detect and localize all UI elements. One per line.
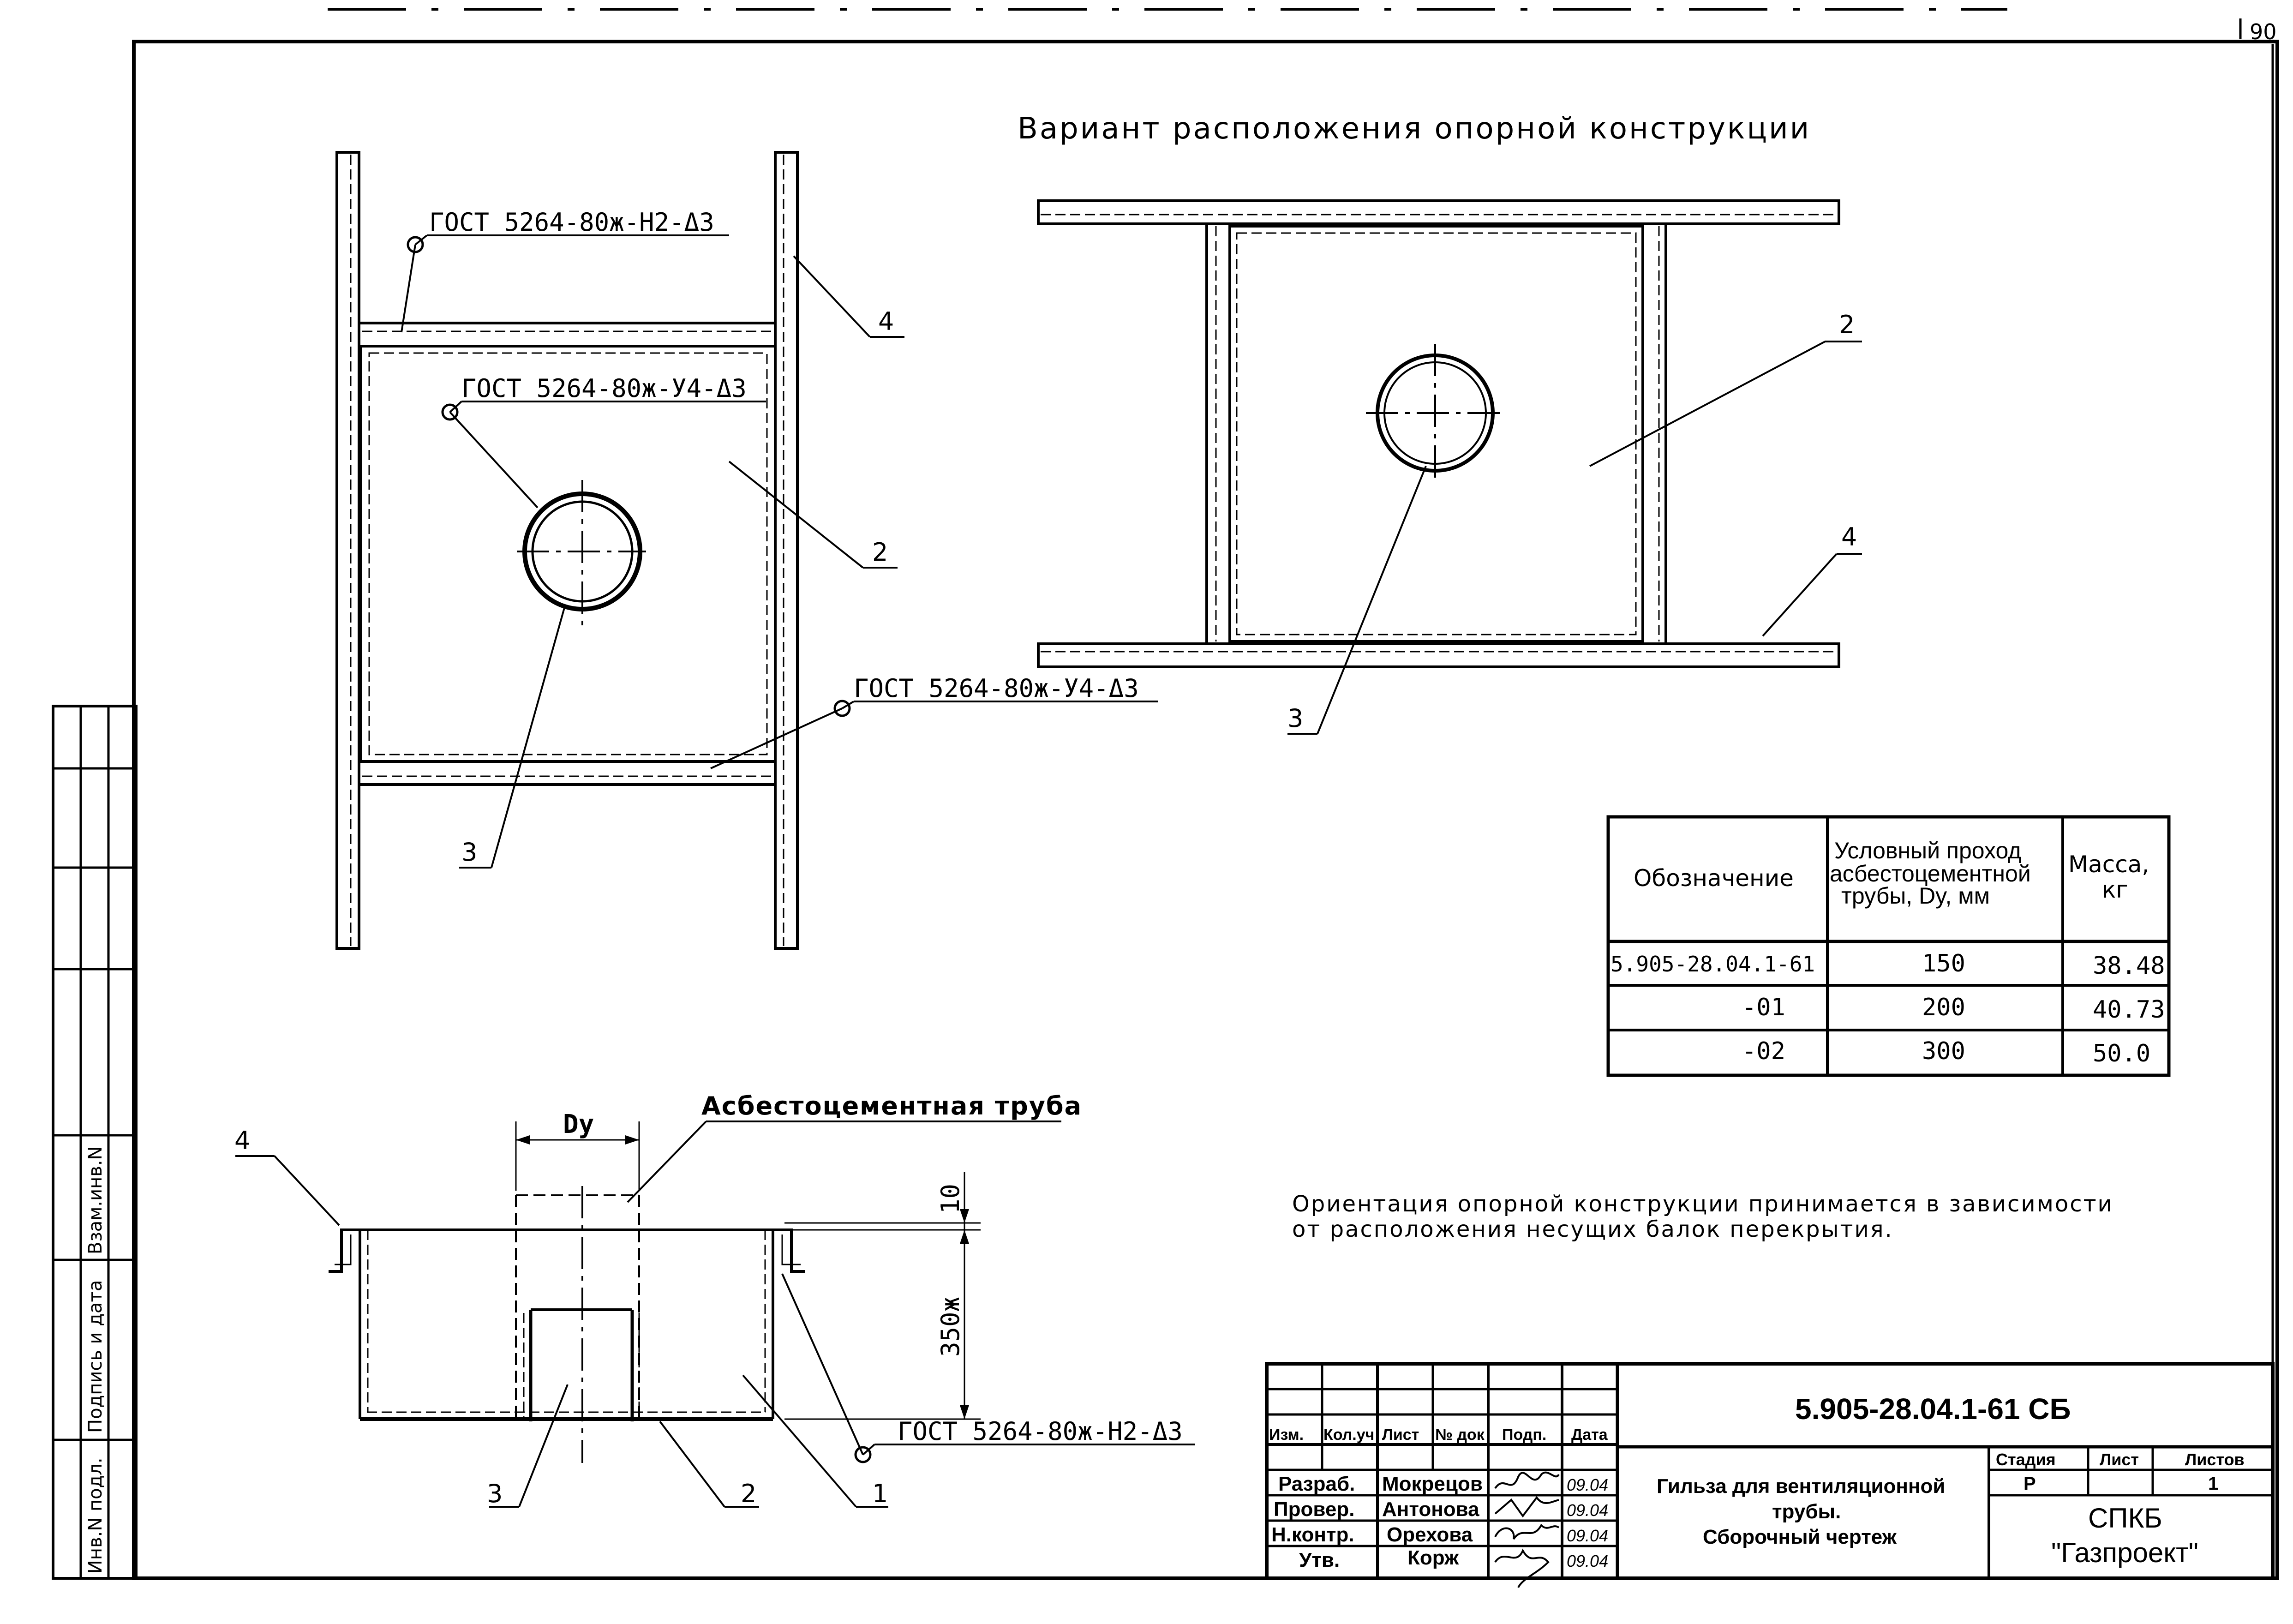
callout-2-plan: 2 [872,538,888,567]
callout-3-section: 3 [487,1479,503,1508]
tb-col-data: Дата [1571,1426,1608,1444]
tb-name-2: Антонова [1382,1498,1479,1521]
tb-name-1: Мокрецов [1382,1473,1483,1495]
section-view [329,1186,805,1463]
variant-view-horizontal [1037,199,1840,668]
weld-label-top-lower: ГОСТ 5264-80ж-У4-Δ3 [854,674,1139,703]
view-title: Вариант расположения опорной конструкции [1018,112,1811,146]
tb-doc-code: 5.905-28.04.1-61 СБ [1795,1392,2071,1426]
callout-3-variant: 3 [1287,704,1303,733]
tb-role-1: Разраб. [1278,1473,1355,1495]
tb-date-4: 09.04 [1567,1552,1608,1570]
tb-col-izm: Изм. [1269,1426,1304,1444]
table-header-dy-2: асбестоцементной [1830,861,2031,887]
table-header-dy-1: Условный проход [1834,838,2021,863]
tb-name-4: Корж [1407,1546,1459,1569]
orientation-note-line-1: Ориентация опорной конструкции принимает… [1292,1191,2113,1217]
tb-date-3: 09.04 [1567,1526,1608,1545]
designation-table: Обозначение Условный проход асбестоцемен… [1606,815,2171,1077]
tb-date-2: 09.04 [1567,1501,1608,1520]
tb-org-line-2: "Газпроект" [2051,1537,2198,1568]
callout-2-variant: 2 [1839,310,1855,339]
tb-listov-header: Листов [2185,1450,2245,1469]
weld-label-top-upper: ГОСТ 5264-80ж-Н2-Δ3 [429,208,714,237]
side-stamp-inv: Инв.N подл. [85,1457,106,1574]
section-callouts: Асбестоцементная труба 4 ГОСТ 5264-80ж-Н… [234,1091,1195,1508]
signature-4 [1494,1548,1550,1588]
table-row-1-mass: 38.48 [2093,952,2165,980]
table-header-mass-1: Масса, [2068,851,2149,878]
tb-col-podp: Подп. [1502,1426,1546,1444]
table-row-2-dy: 200 [1922,994,1965,1021]
tb-date-1: 09.04 [1567,1475,1608,1494]
callout-1-section: 1 [872,1479,888,1508]
signature-2 [1494,1496,1559,1518]
tb-listov-value: 1 [2208,1474,2218,1494]
pipe-label: Асбестоцементная труба [701,1091,1082,1121]
tb-doc-title-3: Сборочный чертеж [1703,1526,1897,1548]
side-stamp-podpis: Подпись и дата [85,1280,106,1433]
tb-col-kolych: Кол.уч [1323,1426,1374,1444]
orientation-note-line-2: от расположения несущих балок перекрытия… [1292,1217,1893,1242]
callout-2-section: 2 [741,1479,756,1508]
table-row-2-designation: -01 [1742,994,1785,1021]
table-row-1-dy: 150 [1922,950,1965,977]
table-row-3-mass: 50.0 [2093,1040,2150,1067]
tb-role-4: Утв. [1299,1549,1340,1571]
table-row-2-mass: 40.73 [2093,996,2165,1024]
dim-dy: Dy [563,1109,594,1139]
table-row-3-designation: -02 [1742,1037,1785,1065]
tb-stage-value: Р [2024,1474,2036,1494]
tb-name-3: Орехова [1387,1523,1473,1546]
callout-4-section: 4 [234,1126,250,1155]
tb-list-header: Лист [2100,1450,2139,1469]
table-header-designation: Обозначение [1634,865,1794,892]
tb-col-ndok: № док [1435,1426,1485,1444]
title-block: Изм. Кол.уч Лист № док Подп. Дата Разраб… [1265,1362,2275,1588]
table-row-3-dy: 300 [1922,1037,1965,1065]
weld-label-section: ГОСТ 5264-80ж-Н2-Δ3 [898,1417,1183,1446]
plan-view-vertical [335,151,799,950]
tb-doc-title-1: Гильза для вентиляционной [1657,1475,1945,1498]
table-header-dy-3: трубы, Dy, мм [1841,883,1990,909]
tb-col-list: Лист [1382,1426,1419,1444]
dim-350: 350ж [936,1297,965,1357]
tb-role-3: Н.контр. [1271,1523,1354,1546]
callout-4-variant: 4 [1841,522,1857,551]
table-row-1-designation: 5.905-28.04.1-61 [1610,952,1815,977]
side-stamp-vzam: Взам.инв.N [85,1146,106,1254]
tb-org-line-1: СПКБ [2088,1503,2162,1534]
variant-callouts: 2 4 3 [1287,310,1862,735]
drawing-frame [132,40,2279,1580]
signature-3 [1494,1523,1560,1540]
weld-label-top-plate: ГОСТ 5264-80ж-У4-Δ3 [461,374,747,403]
tb-role-2: Провер. [1274,1498,1354,1521]
dim-10: 10 [936,1184,965,1214]
table-header-mass-2: кг [2102,876,2128,903]
plan-callouts: ГОСТ 5264-80ж-Н2-Δ3 ГОСТ 5264-80ж-У4-Δ3 … [401,208,1158,869]
tb-stage-header: Стадия [1996,1450,2056,1469]
tb-doc-title-2: трубы. [1772,1500,1841,1523]
section-dimensions: Dy 10 350ж [515,1109,981,1420]
side-stamp: Взам.инв.N Подпись и дата Инв.N подл. [52,705,138,1580]
signature-1 [1494,1471,1560,1489]
callout-4-plan: 4 [878,307,894,336]
callout-3-plan: 3 [461,838,477,867]
